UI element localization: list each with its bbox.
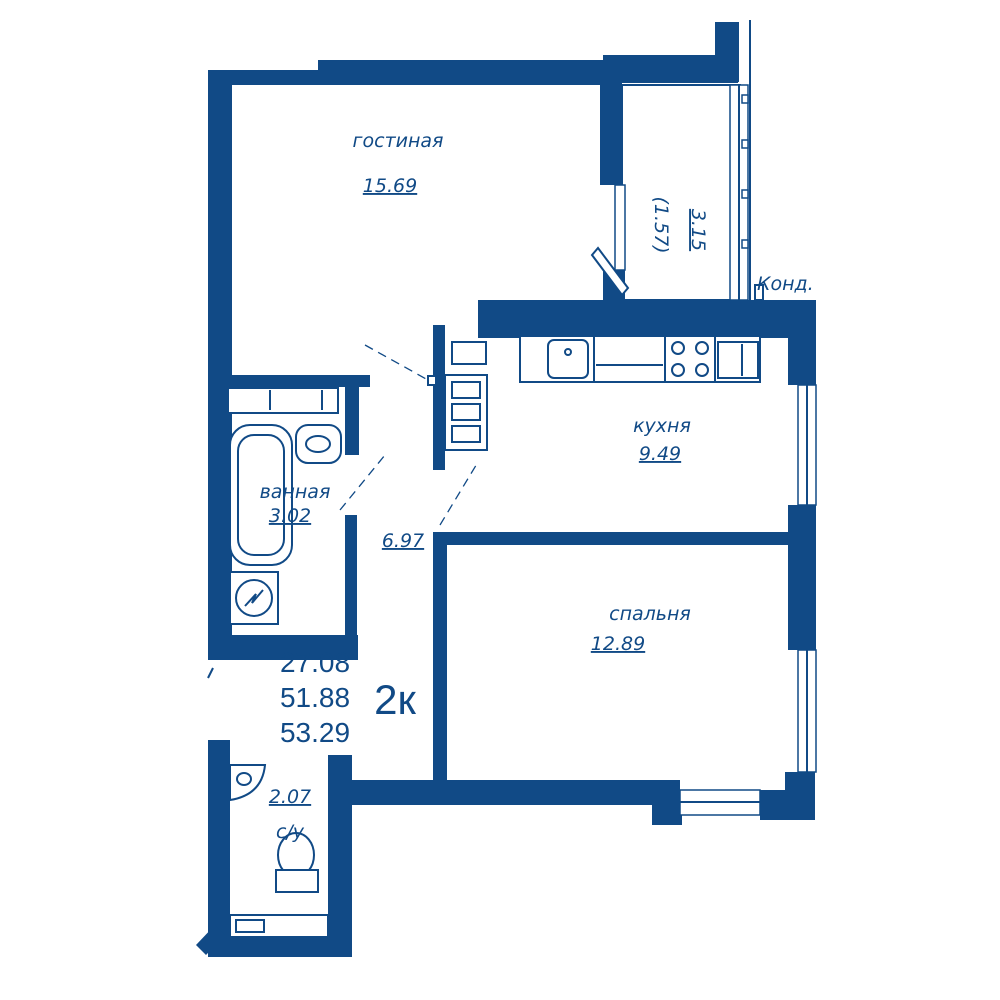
- boiler-icon: [235, 579, 273, 617]
- balcony-area: 3.15: [687, 209, 709, 251]
- door-lines: [339, 344, 479, 526]
- living-room-area: 15.69: [363, 175, 417, 197]
- wall-wc-top-right: [328, 755, 343, 805]
- kitchen-furniture: [444, 335, 761, 451]
- balcony-rail-3: [741, 189, 749, 199]
- wall-wc-left: [208, 740, 230, 955]
- wall-niche-left: [433, 325, 445, 470]
- wall-wc-bottom: [208, 935, 352, 957]
- balcony-reduced-area: (1.57): [650, 196, 672, 253]
- corner-sink: [229, 764, 267, 802]
- kitchen-name: кухня: [633, 415, 691, 437]
- balcony-rail-2: [741, 139, 749, 149]
- bedroom-name: спальня: [609, 603, 691, 625]
- wall-bath-right: [345, 515, 357, 650]
- balcony-outline: [621, 84, 741, 301]
- niche-chair-3: [451, 425, 481, 443]
- wall-bedroom-bottom-step: [652, 790, 682, 825]
- windows: [679, 384, 817, 816]
- bath-shelf: [227, 387, 339, 414]
- bedroom-area: 12.89: [591, 633, 645, 655]
- bath-fixtures: [227, 387, 342, 625]
- wall-kitchen-right-mid: [788, 505, 816, 650]
- kitchen-sink: [547, 339, 589, 379]
- summary-total-area: 51.88: [280, 682, 350, 713]
- bath-area: 3.02: [269, 505, 311, 527]
- summary-total-with-balcony: 53.29: [280, 717, 350, 748]
- wall-kitchen-top: [478, 300, 815, 338]
- area-summary: 27.08 51.88 53.29 2к: [280, 647, 417, 748]
- walls: [196, 22, 816, 957]
- wall-balcony-left: [600, 70, 622, 185]
- wc-area: 2.07: [269, 786, 311, 808]
- niche-shelf: [451, 341, 487, 365]
- kitchen-area: 9.49: [639, 443, 681, 465]
- wall-bedroom-bottom: [340, 780, 680, 805]
- wall-bedroom-bottom-right: [760, 790, 815, 820]
- wc-fixtures: [229, 764, 329, 938]
- wc-name: с/у: [276, 821, 305, 843]
- wall-bath-bottom: [208, 635, 358, 660]
- washbasin: [295, 424, 342, 464]
- summary-living-area: 27.08: [280, 647, 350, 678]
- balcony-door: [614, 184, 626, 271]
- hall-area: 6.97: [382, 530, 424, 552]
- toilet-tank: [275, 869, 319, 893]
- room-labels: гостиная 15.69 3.15 (1.57) Конд. кухня 9…: [260, 130, 814, 843]
- wall-wc-corner: [196, 925, 225, 955]
- bath-name: ванная: [260, 481, 331, 503]
- wall-living-top-step: [318, 60, 608, 76]
- wall-bath-top-right: [345, 375, 359, 455]
- kitchen-fridge: [717, 341, 759, 379]
- wall-kitchen-right-upper: [788, 300, 816, 385]
- wall-top-right-stub: [715, 22, 739, 82]
- balcony-rail-1: [741, 94, 749, 104]
- ac-unit: [754, 284, 764, 301]
- living-room-name: гостиная: [353, 130, 444, 152]
- niche-chair-1: [451, 381, 481, 399]
- wall-kitchen-bedroom: [440, 532, 795, 545]
- balcony-rail-4: [741, 239, 749, 249]
- balcony-note: Конд.: [757, 273, 814, 295]
- wall-bedroom-left: [433, 532, 447, 787]
- wc-shelf: [229, 914, 329, 938]
- balcony-door-leaf: [590, 246, 630, 297]
- niche-chair-2: [451, 403, 481, 421]
- balcony: [590, 20, 764, 310]
- wall-living-left: [208, 70, 232, 660]
- wall-bath-top: [220, 375, 370, 387]
- apartment-type: 2к: [374, 676, 416, 723]
- bathtub: [229, 424, 293, 566]
- kitchen-stove: [664, 335, 716, 383]
